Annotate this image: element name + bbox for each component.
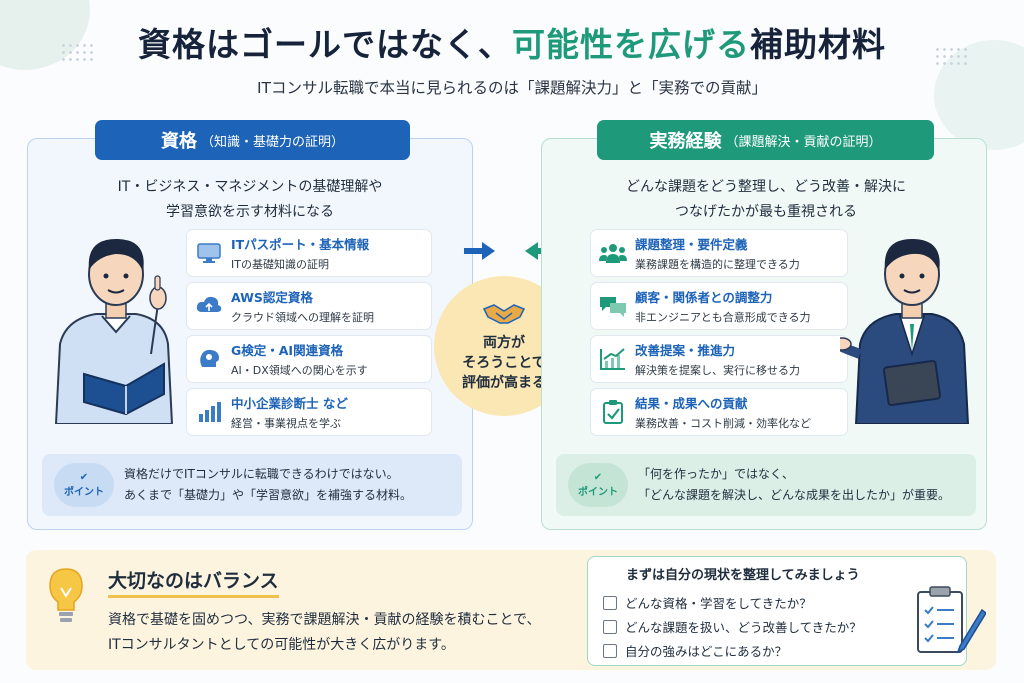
page-title: 資格はゴールではなく、可能性を広げる補助材料 <box>138 25 886 64</box>
clipboard-check-icon <box>591 399 635 425</box>
arrow-right-icon <box>464 242 495 260</box>
man-with-tablet-illustration <box>840 238 970 424</box>
card-requirements: 課題整理・要件定義業務課題を構造的に整理できる力 <box>590 229 848 277</box>
experience-tab: 実務経験（課題解決・貢献の証明） <box>597 120 934 160</box>
experience-point: ✔ ポイント 「何を作ったか」ではなく、 「どんな課題を解決し、どんな成果を出し… <box>556 454 976 516</box>
card-sme-consultant: 中小企業診断士 など経営・事業視点を学ぶ <box>186 388 432 436</box>
lightbulb-icon <box>49 568 83 622</box>
balance-title: 大切なのはバランス <box>108 566 279 598</box>
checklist-item[interactable]: どんな資格・学習をしてきたか？ <box>603 593 812 612</box>
card-aws: AWS認定資格クラウド領域への理解を証明 <box>186 282 432 330</box>
checkbox[interactable] <box>603 595 617 610</box>
brain-icon <box>187 347 231 371</box>
chat-icon <box>591 294 635 318</box>
man-reading-book-illustration <box>54 238 174 424</box>
experience-intro: どんな課題をどう整理し、どう改善・解決に つなげたかが最も重視される <box>626 179 906 220</box>
checklist-box <box>587 556 967 666</box>
handshake-icon <box>482 304 526 324</box>
checkbox[interactable] <box>603 619 617 634</box>
card-improvement: 改善提案・推進力解決策を提案し、実行に移せる力 <box>590 335 848 383</box>
cloud-icon <box>187 294 231 318</box>
qualification-tab: 資格（知識・基礎力の証明） <box>95 120 410 160</box>
checklist-title: まずは自分の現状を整理してみましょう <box>626 568 860 583</box>
checklist-item[interactable]: 自分の強みはどこにあるか？ <box>603 641 787 660</box>
page-subtitle: ITコンサル転職で本当に見られるのは「課題解決力」と「実務での貢献」 <box>256 79 768 97</box>
monitor-icon <box>187 241 231 265</box>
check-icon: ✔ <box>79 472 89 483</box>
qualification-point: ✔ ポイント 資格だけでITコンサルに転職できるわけではない。 あくまで「基礎力… <box>42 454 462 516</box>
people-icon <box>591 241 635 265</box>
card-coordination: 顧客・関係者との調整力非エンジニアとも合意形成できる力 <box>590 282 848 330</box>
card-results: 結果・成果への貢献業務改善・コスト削減・効率化など <box>590 388 848 436</box>
point-badge: ✔ ポイント <box>568 463 628 507</box>
trend-chart-icon <box>591 347 635 371</box>
bar-chart-icon <box>187 400 231 424</box>
balance-text: 資格で基礎を固めつつ、実務で課題解決・貢献の経験を積むことで、 ITコンサルタン… <box>108 612 541 653</box>
decor-dots <box>934 46 970 66</box>
check-icon: ✔ <box>593 472 603 483</box>
checkbox[interactable] <box>603 643 617 658</box>
clipboard-pencil-icon <box>917 586 986 654</box>
decor-dots <box>60 42 96 62</box>
point-badge: ✔ ポイント <box>54 463 114 507</box>
qualification-intro: IT・ビジネス・マネジメントの基礎理解や 学習意欲を示す材料になる <box>117 179 383 220</box>
checklist-item[interactable]: どんな課題を扱い、どう改善してきたか？ <box>603 617 862 636</box>
